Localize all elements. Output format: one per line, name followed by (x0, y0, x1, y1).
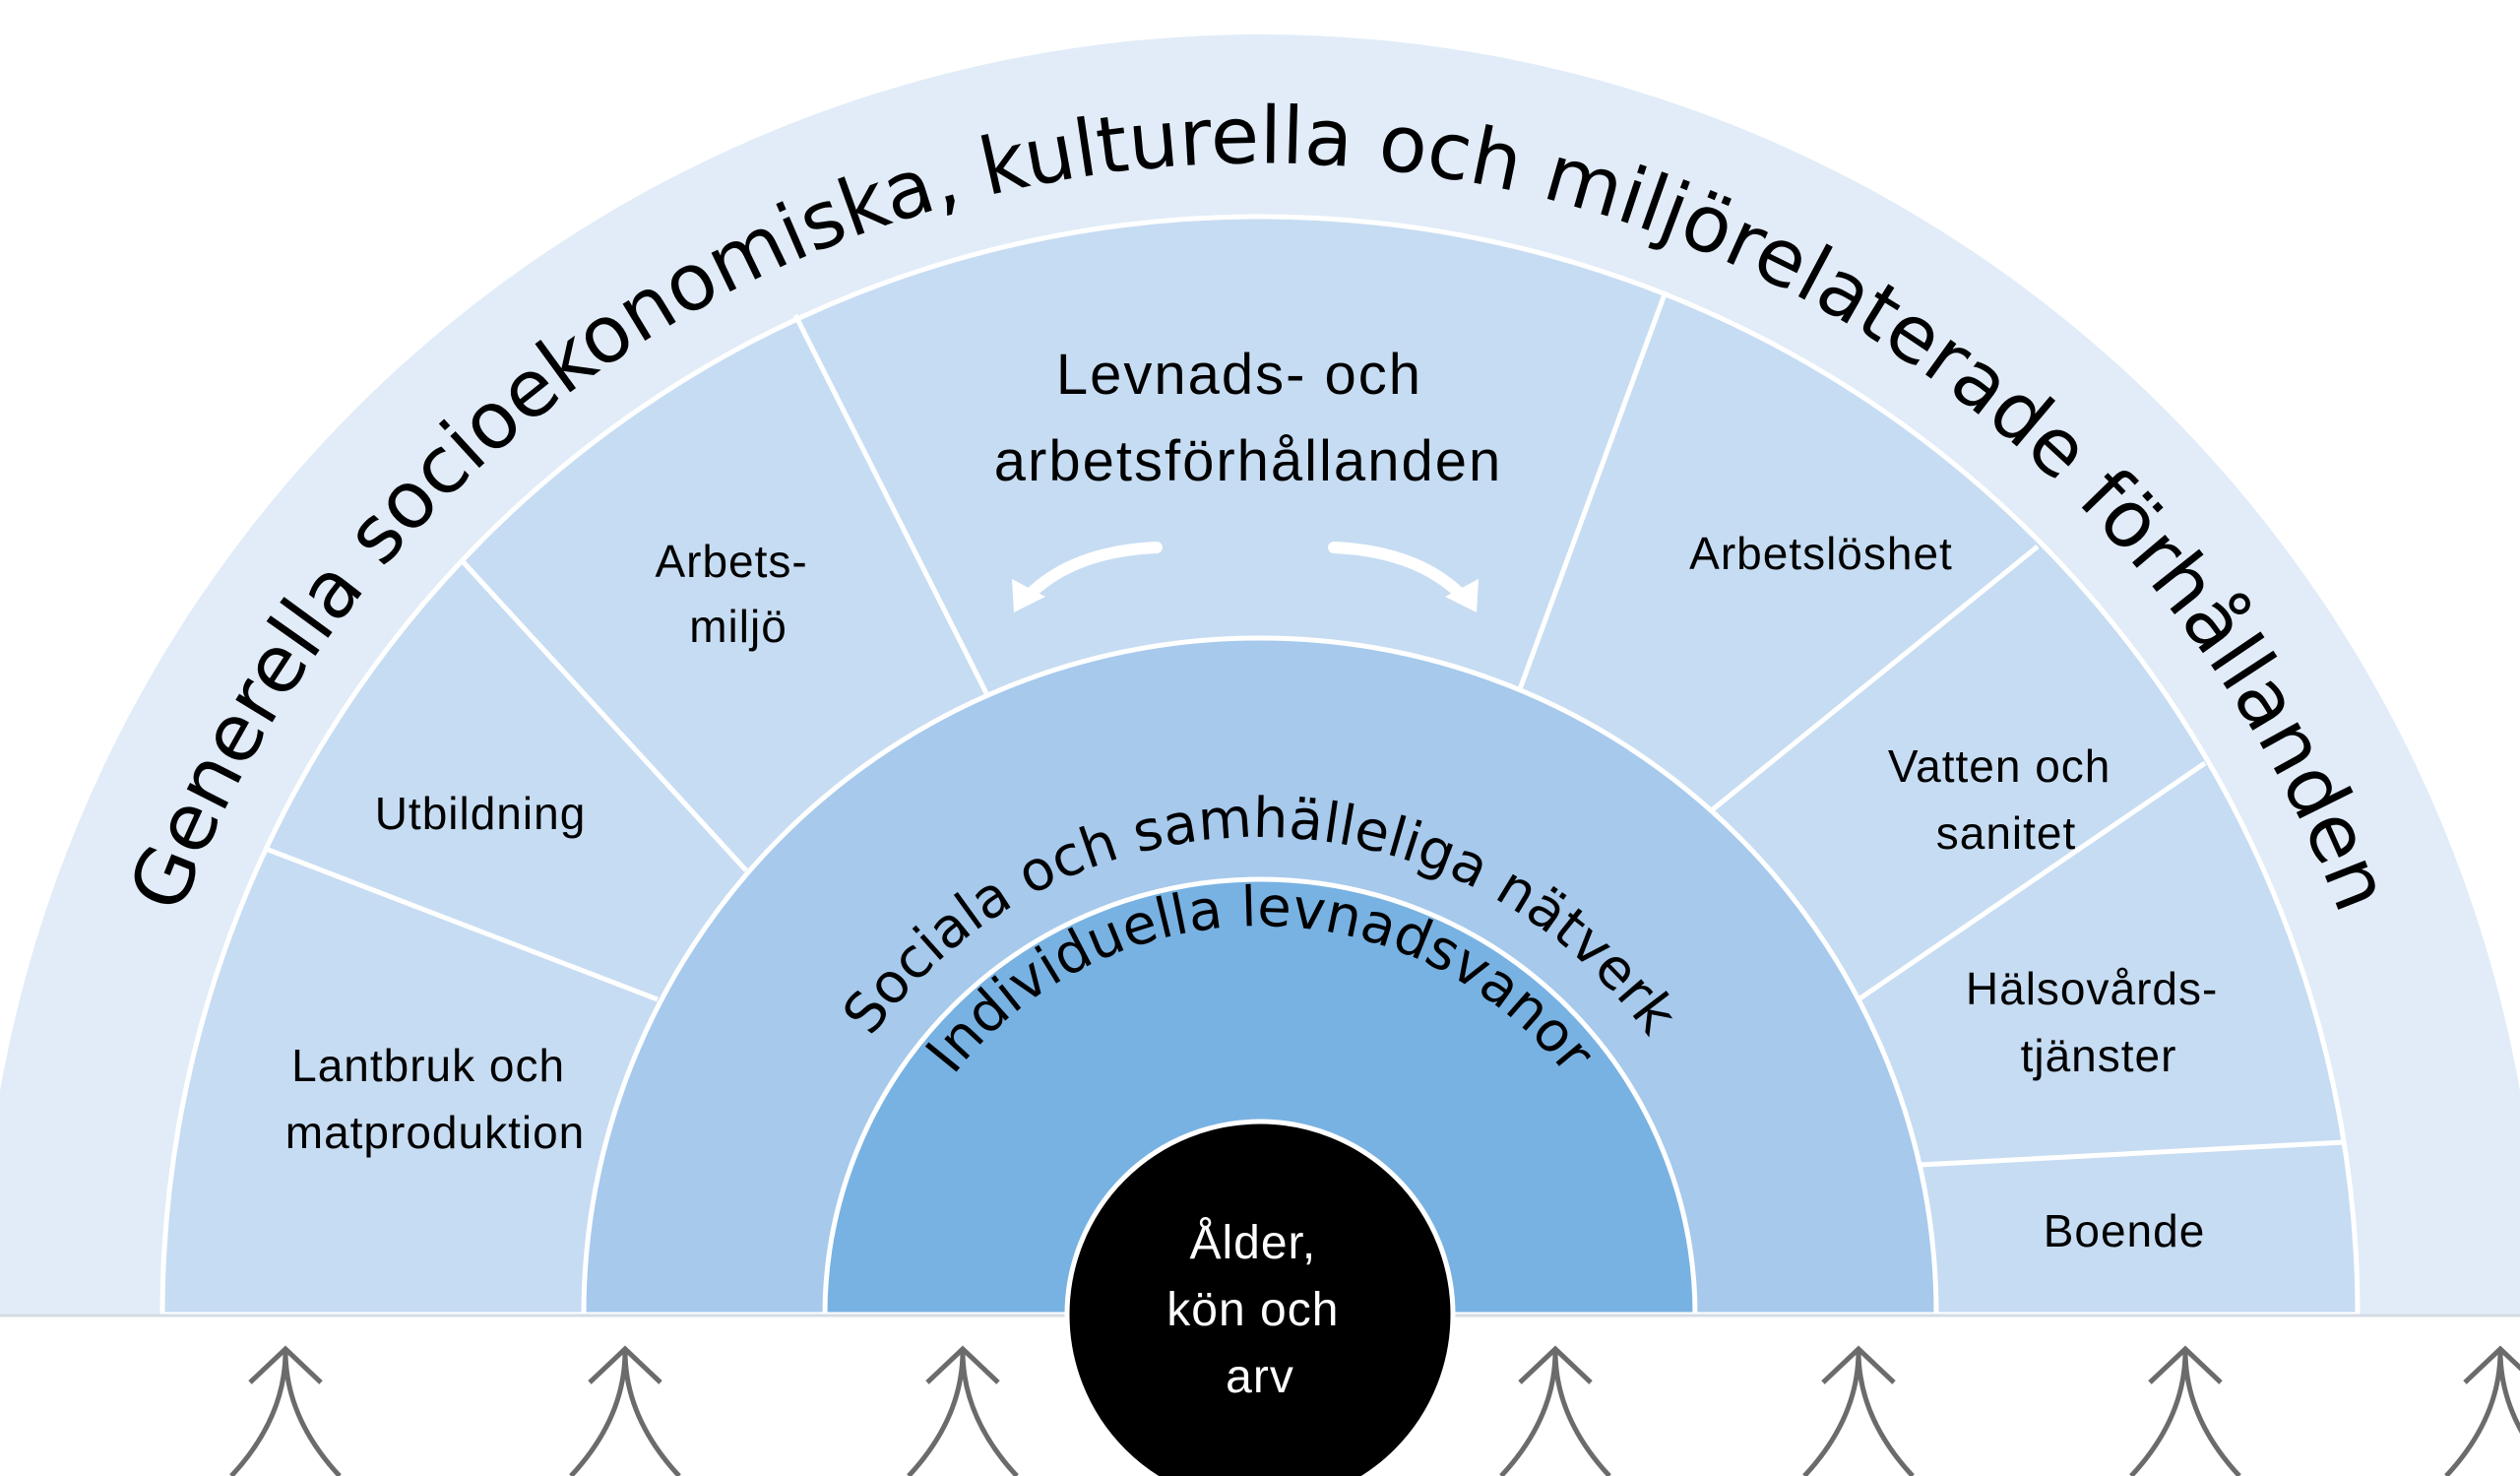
core-circle (1064, 1119, 1456, 1476)
segment-label-arbetsloshet: Arbetslöshet (1689, 528, 1953, 579)
segment-divider (792, 313, 989, 695)
segment-divider (459, 557, 748, 872)
segment-label-utbildning: Utbildning (375, 788, 587, 839)
up-arrow-icon (1499, 1345, 1611, 1476)
segment-divider (1711, 545, 2040, 811)
segment-label-vatten: Vatten och sanitet (1888, 740, 2124, 859)
segment-divider (1857, 760, 2207, 1002)
up-arrow-icon (1802, 1345, 1915, 1476)
segment-label-halsovard: Hälsovårds- tjänster (1966, 963, 2232, 1081)
segment-divider (265, 846, 659, 1002)
individual-ring (822, 876, 1698, 1317)
up-arrow-icon (907, 1345, 1019, 1476)
middle-ring-title: Levnads- och arbetsförhållanden (994, 343, 1502, 493)
bidirectional-arrows-icon (1012, 542, 1479, 612)
up-arrow-icon (569, 1345, 681, 1476)
segment-label-arbetsmiljo: Arbets- miljö (655, 536, 821, 652)
segment-label-lantbruk: Lantbruk och matproduktion (285, 1040, 586, 1158)
segment-label-boende: Boende (2044, 1205, 2206, 1256)
segment-divider (1919, 1139, 2346, 1168)
segment-divider (1517, 290, 1669, 690)
segment-dividers (265, 290, 2346, 1168)
up-arrow-icon (2444, 1345, 2520, 1476)
up-arrow-icon (229, 1345, 342, 1476)
upward-arrows (229, 1345, 2520, 1476)
up-arrow-icon (2129, 1345, 2241, 1476)
core-label: Ålder, kön och arv (1166, 1217, 1353, 1403)
